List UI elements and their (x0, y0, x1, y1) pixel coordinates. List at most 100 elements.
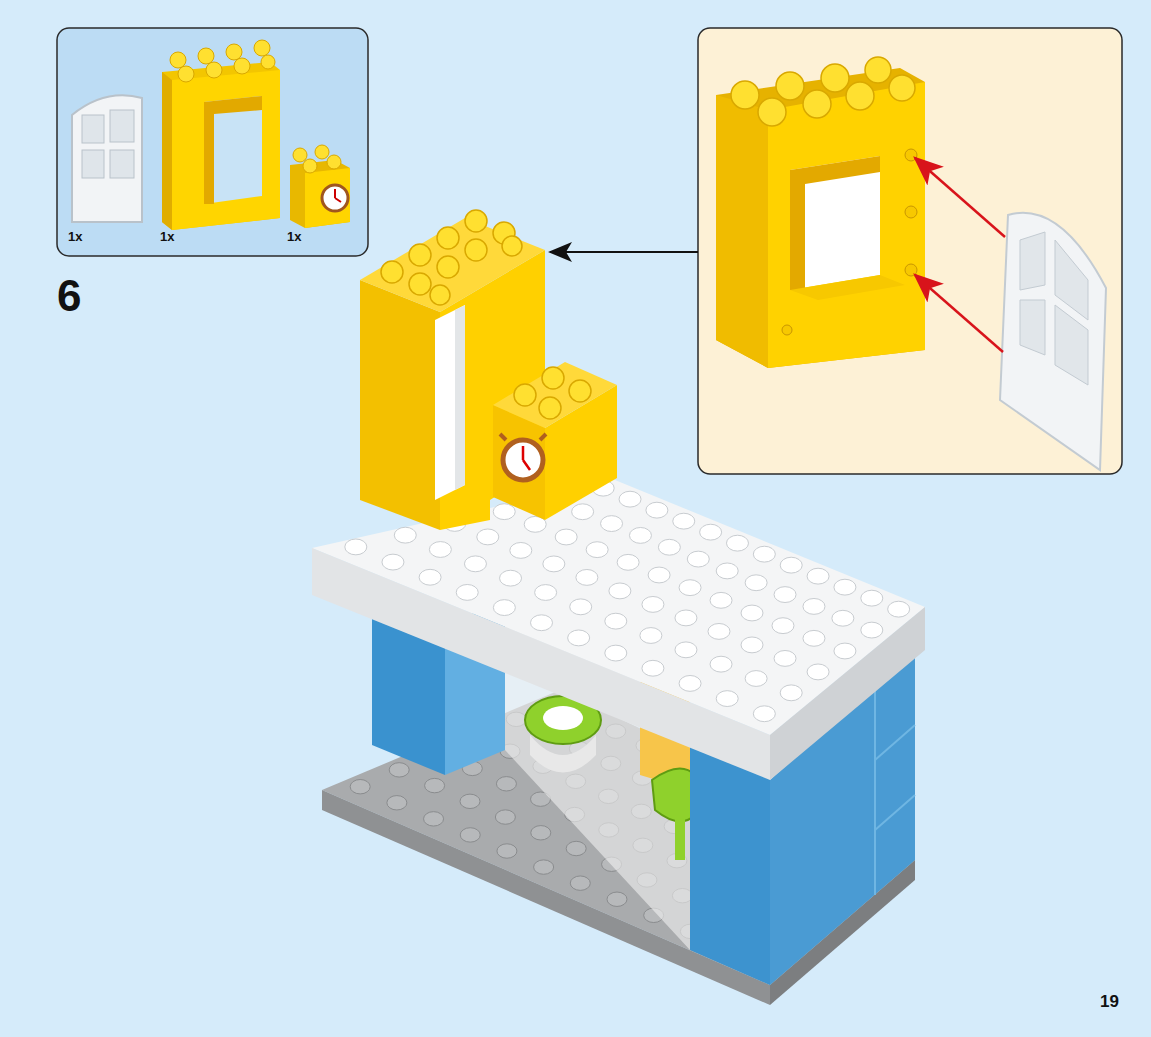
part-count: 1x (287, 230, 301, 243)
stud (493, 504, 515, 520)
stud (345, 539, 367, 555)
stud (774, 587, 796, 603)
stud (679, 675, 701, 691)
stud (803, 630, 825, 646)
stud (493, 600, 515, 616)
stud (716, 691, 738, 707)
stud (389, 763, 409, 777)
stud (774, 650, 796, 666)
stud (646, 502, 668, 518)
door-part (72, 95, 142, 222)
stud (861, 590, 883, 606)
stud (576, 569, 598, 585)
stud (675, 642, 697, 658)
stud (772, 618, 794, 634)
clock-brick-part (290, 145, 350, 228)
stud (531, 826, 551, 840)
stud (648, 567, 670, 583)
stud (617, 554, 639, 570)
stud (753, 706, 775, 722)
stud (607, 892, 627, 906)
stud (543, 556, 565, 572)
part-count: 1x (68, 230, 82, 243)
stud (832, 610, 854, 626)
stud (619, 491, 641, 507)
part-count: 1x (160, 230, 174, 243)
stud (510, 542, 532, 558)
stud (609, 583, 631, 599)
stud (605, 613, 627, 629)
page-number: 19 (1100, 993, 1119, 1010)
stud (495, 810, 515, 824)
stud (861, 622, 883, 638)
stud (460, 794, 480, 808)
stud (555, 529, 577, 545)
stud (803, 598, 825, 614)
stud (807, 568, 829, 584)
stud (629, 527, 651, 543)
stud (535, 585, 557, 601)
stud (382, 554, 404, 570)
callout-door (1000, 213, 1106, 470)
stud (642, 596, 664, 612)
stud (497, 844, 517, 858)
model-illustration (312, 210, 925, 1005)
stud (500, 570, 522, 586)
stud (424, 812, 444, 826)
stud (477, 529, 499, 545)
stud (464, 556, 486, 572)
stud (687, 551, 709, 567)
stud (780, 685, 802, 701)
door-frame-part (162, 40, 280, 230)
stud (745, 575, 767, 591)
stud (570, 599, 592, 615)
stud (716, 563, 738, 579)
stud (807, 664, 829, 680)
stud (745, 671, 767, 687)
stud (708, 623, 730, 639)
stud (566, 841, 586, 855)
stud (675, 610, 697, 626)
stud (429, 542, 451, 558)
stud (741, 605, 763, 621)
attach-arrow (915, 275, 1003, 352)
stud (710, 656, 732, 672)
parts-panel (57, 28, 368, 256)
stud (710, 592, 732, 608)
stud (586, 542, 608, 558)
stud (394, 527, 416, 543)
stud (741, 637, 763, 653)
stud (460, 828, 480, 842)
stud (658, 539, 680, 555)
stud (888, 601, 910, 617)
stud (425, 778, 445, 792)
callout-panel (698, 28, 1122, 474)
stud (456, 584, 478, 600)
stud (419, 569, 441, 585)
stud (642, 660, 664, 676)
stud (753, 546, 775, 562)
step-number: 6 (57, 274, 81, 318)
stud (679, 580, 701, 596)
stud (601, 516, 623, 532)
stud (834, 579, 856, 595)
stud (496, 777, 516, 791)
stud (534, 860, 554, 874)
attach-arrow (915, 158, 1005, 237)
stud (640, 628, 662, 644)
stud (834, 643, 856, 659)
callout-arrow (550, 251, 698, 253)
stud (572, 504, 594, 520)
stud (700, 524, 722, 540)
callout-door-frame (716, 57, 925, 368)
stud (387, 796, 407, 810)
stud (726, 535, 748, 551)
stud (350, 780, 370, 794)
stud (570, 876, 590, 890)
stud (673, 513, 695, 529)
stud (568, 630, 590, 646)
stud (605, 645, 627, 661)
stud (780, 557, 802, 573)
stud (531, 615, 553, 631)
